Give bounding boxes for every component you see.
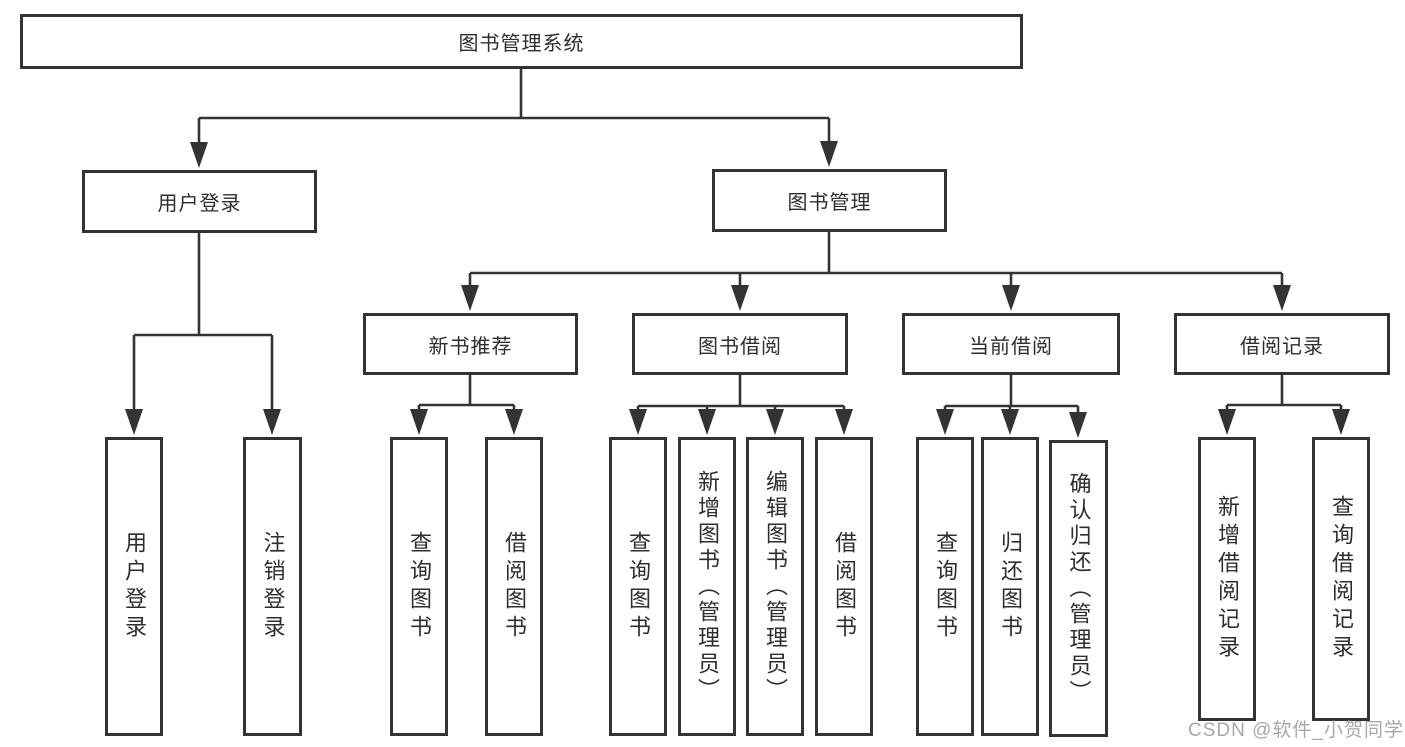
node-new-book-recommend: 新书推荐	[363, 313, 578, 375]
leaf-query-books-recommend: 查询图书	[390, 437, 448, 736]
node-user-login: 用户登录	[82, 170, 317, 233]
leaf-edit-book-admin-label: 编辑图书（管理员）	[763, 469, 788, 704]
leaf-borrow-books: 借阅图书	[815, 437, 873, 736]
leaf-user-login: 用户登录	[105, 437, 163, 736]
leaf-return-books-label: 归还图书	[998, 530, 1023, 643]
leaf-query-books-recommend-label: 查询图书	[407, 530, 432, 643]
node-book-management-label: 图书管理	[787, 192, 872, 214]
leaf-query-books-current-label: 查询图书	[933, 530, 958, 643]
node-book-management: 图书管理	[712, 169, 947, 232]
leaf-confirm-return-admin: 确认归还（管理员）	[1049, 440, 1108, 737]
node-borrow-records-label: 借阅记录	[1240, 335, 1324, 358]
leaf-add-book-admin-label: 新增图书（管理员）	[695, 469, 720, 704]
node-library-system: 图书管理系统	[20, 14, 1023, 69]
node-current-borrow-label: 当前借阅	[969, 335, 1053, 358]
node-book-borrow-label: 图书借阅	[698, 335, 782, 358]
leaf-query-borrow-record: 查询借阅记录	[1312, 437, 1370, 721]
leaf-query-borrow-record-label: 查询借阅记录	[1329, 495, 1354, 663]
leaf-query-books-borrow-label: 查询图书	[626, 530, 651, 643]
node-new-book-recommend-label: 新书推荐	[428, 335, 513, 358]
leaf-edit-book-admin: 编辑图书（管理员）	[746, 437, 804, 736]
node-book-borrow: 图书借阅	[632, 313, 848, 375]
leaf-borrow-books-recommend: 借阅图书	[485, 437, 543, 736]
leaf-user-login-label: 用户登录	[122, 530, 147, 643]
leaf-add-book-admin: 新增图书（管理员）	[678, 437, 736, 736]
leaf-query-books-current: 查询图书	[916, 437, 974, 736]
leaf-confirm-return-admin-label: 确认归还（管理员）	[1066, 471, 1092, 706]
node-current-borrow: 当前借阅	[902, 313, 1120, 375]
leaf-logout-label: 注销登录	[260, 530, 286, 643]
csdn-watermark: CSDN @软件_小贺同学	[1188, 720, 1404, 741]
node-user-login-label: 用户登录	[157, 193, 242, 215]
leaf-return-books: 归还图书	[981, 437, 1039, 736]
leaf-borrow-books-recommend-label: 借阅图书	[502, 530, 527, 643]
leaf-query-books-borrow: 查询图书	[609, 437, 667, 736]
node-library-system-label: 图书管理系统	[458, 33, 585, 55]
node-borrow-records: 借阅记录	[1174, 313, 1390, 375]
leaf-logout: 注销登录	[243, 437, 302, 736]
leaf-add-borrow-record: 新增借阅记录	[1198, 437, 1256, 721]
leaf-add-borrow-record-label: 新增借阅记录	[1215, 495, 1240, 663]
leaf-borrow-books-label: 借阅图书	[832, 530, 857, 643]
